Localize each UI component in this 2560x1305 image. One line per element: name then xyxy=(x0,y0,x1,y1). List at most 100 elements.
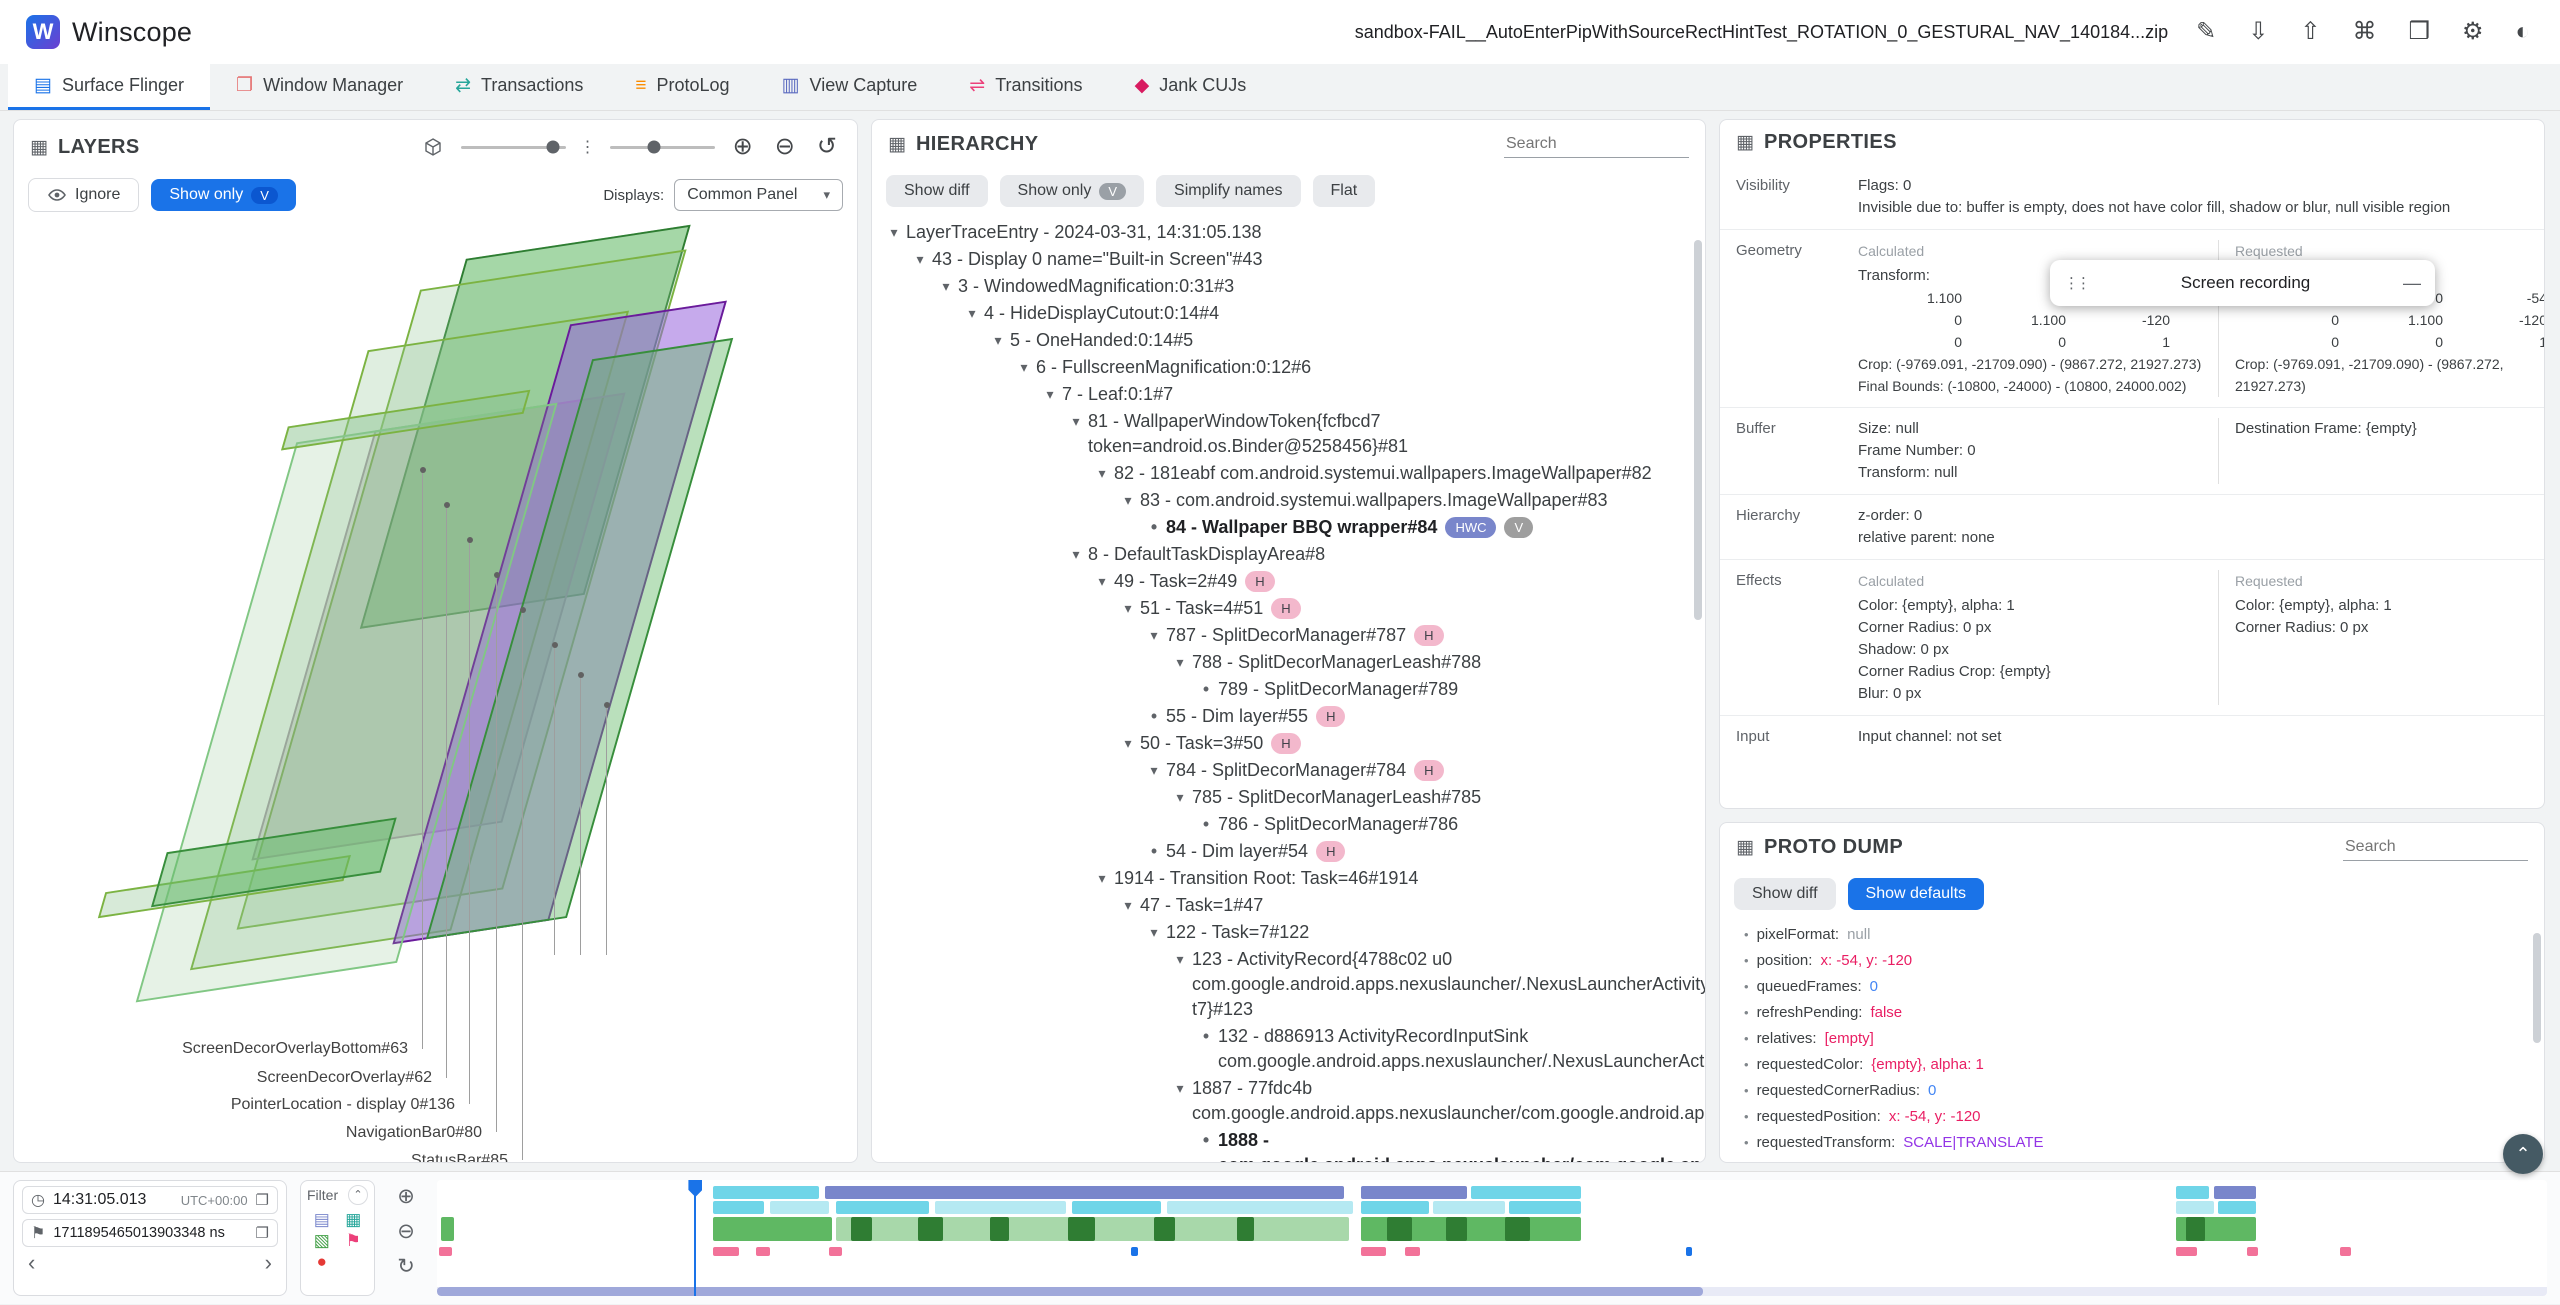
node-toggle-icon[interactable]: • xyxy=(1150,706,1158,726)
filter-transactions-icon[interactable]: ▦ xyxy=(345,1210,362,1229)
proto-row[interactable]: • requestedColor: {empty}, alpha: 1 xyxy=(1730,1052,2534,1078)
tab-protolog[interactable]: ≡ ProtoLog xyxy=(609,64,755,110)
timeline-segment[interactable] xyxy=(934,1201,1066,1214)
tree-node[interactable]: ▾ 7 - Leaf:0:1#7 xyxy=(872,381,1705,408)
button-show-diff[interactable]: Show diff xyxy=(886,175,988,207)
proto-row[interactable]: • refreshPending: false xyxy=(1730,1000,2534,1026)
tab-view-capture[interactable]: ▥ View Capture xyxy=(756,64,944,110)
timeline-segment[interactable] xyxy=(1432,1201,1505,1214)
timeline-segment[interactable] xyxy=(1504,1217,1530,1241)
rotation-slider[interactable] xyxy=(460,140,566,154)
proto-row[interactable]: • screenBounds: (-10800, -24000) - (1080… xyxy=(1730,1156,2534,1162)
tree-node[interactable]: ▾ 43 - Display 0 name="Built-in Screen"#… xyxy=(872,246,1705,273)
tree-node[interactable]: ▾ 788 - SplitDecorManagerLeash#788 xyxy=(872,649,1705,676)
node-toggle-icon[interactable]: • xyxy=(1202,679,1210,699)
button-show-diff[interactable]: Show diff xyxy=(1734,878,1836,910)
timeline-cursor[interactable] xyxy=(688,1180,703,1296)
timeline-segment[interactable] xyxy=(2340,1247,2351,1256)
timeline-segment[interactable] xyxy=(1405,1247,1421,1256)
reset-view-icon[interactable]: ↺ xyxy=(813,131,841,163)
tab-transactions[interactable]: ⇄ Transactions xyxy=(429,64,609,110)
spacing-slider-knob[interactable] xyxy=(647,140,661,154)
tree-node[interactable]: ▾ 1914 - Transition Root: Task=46#1914 xyxy=(872,865,1705,892)
node-toggle-icon[interactable]: • xyxy=(1202,814,1210,834)
hierarchy-scrollbar[interactable] xyxy=(1694,240,1702,620)
tree-node[interactable]: • 789 - SplitDecorManager#789 xyxy=(872,676,1705,703)
node-toggle-icon[interactable]: ▾ xyxy=(1176,1080,1184,1096)
node-toggle-icon[interactable]: ▾ xyxy=(942,278,950,294)
minimize-icon[interactable]: — xyxy=(2403,272,2421,293)
timeline-segment[interactable] xyxy=(918,1217,944,1241)
timeline-segment[interactable] xyxy=(2175,1247,2197,1256)
documentation-icon[interactable]: ❒ xyxy=(2404,16,2434,48)
bug-report-icon[interactable]: ⚙ xyxy=(2458,16,2488,48)
timeline-segment[interactable] xyxy=(1236,1217,1254,1241)
tree-node[interactable]: ▾ 5 - OneHanded:0:14#5 xyxy=(872,327,1705,354)
node-toggle-icon[interactable]: ▾ xyxy=(994,332,1002,348)
tab-surface-flinger[interactable]: ▤ Surface Flinger xyxy=(8,64,211,110)
show-only-visible-button[interactable]: Show only V xyxy=(151,179,296,211)
tree-node[interactable]: ▾ 785 - SplitDecorManagerLeash#785 xyxy=(872,784,1705,811)
tree-node[interactable]: • 1888 - com.google.android.apps.nexusla… xyxy=(872,1127,1705,1162)
proto-row[interactable]: • relatives: [empty] xyxy=(1730,1026,2534,1052)
timeline-segment[interactable] xyxy=(825,1186,1345,1199)
timeline-segment[interactable] xyxy=(713,1186,819,1199)
zoom-in-icon[interactable]: ⊕ xyxy=(729,131,757,163)
edit-icon[interactable]: ✎ xyxy=(2192,16,2220,48)
tree-node[interactable]: ▾ 4 - HideDisplayCutout:0:14#4 xyxy=(872,300,1705,327)
tree-node[interactable]: ▾ 83 - com.android.systemui.wallpapers.I… xyxy=(872,487,1705,514)
proto-row[interactable]: • position: x: -54, y: -120 xyxy=(1730,948,2534,974)
timeline-segment[interactable] xyxy=(713,1247,739,1256)
timeline-segment[interactable] xyxy=(755,1247,771,1256)
timeline-segment[interactable] xyxy=(770,1201,830,1214)
node-toggle-icon[interactable]: ▾ xyxy=(1124,897,1132,913)
timeline-segment[interactable] xyxy=(1131,1247,1138,1256)
node-toggle-icon[interactable]: • xyxy=(1202,1026,1210,1046)
node-toggle-icon[interactable]: ▾ xyxy=(1098,870,1106,886)
node-toggle-icon[interactable]: ▾ xyxy=(890,224,898,240)
tree-node[interactable]: • 786 - SplitDecorManager#786 xyxy=(872,811,1705,838)
tree-node[interactable]: ▾ 8 - DefaultTaskDisplayArea#8 xyxy=(872,541,1705,568)
drag-handle-icon[interactable]: ⋮⋮ xyxy=(2064,275,2091,292)
tree-node[interactable]: ▾ 82 - 181eabf com.android.systemui.wall… xyxy=(872,460,1705,487)
tree-node[interactable]: • 132 - d886913 ActivityRecordInputSink … xyxy=(872,1023,1705,1075)
copy-icon[interactable]: ❐ xyxy=(255,1225,269,1242)
filter-screenrecording-icon[interactable]: ● xyxy=(316,1252,327,1271)
node-toggle-icon[interactable]: ▾ xyxy=(916,251,924,267)
button-simplify-names[interactable]: Simplify names xyxy=(1156,175,1301,207)
timeline-segment[interactable] xyxy=(2175,1201,2214,1214)
ignore-button[interactable]: Ignore xyxy=(28,178,140,212)
layer-label[interactable]: NavigationBar0#80 xyxy=(345,1124,482,1141)
spacing-slider[interactable] xyxy=(609,140,715,154)
button-flat[interactable]: Flat xyxy=(1312,175,1376,207)
timeline-segment[interactable] xyxy=(1072,1201,1161,1214)
timeline-segment[interactable] xyxy=(2213,1186,2256,1199)
collapse-timeline-button[interactable]: ⌃ xyxy=(2503,1134,2543,1174)
node-toggle-icon[interactable]: ▾ xyxy=(1124,735,1132,751)
copy-icon[interactable]: ❐ xyxy=(255,1192,269,1209)
timeline-scroll-strip[interactable] xyxy=(437,1287,2547,1296)
node-toggle-icon[interactable]: ▾ xyxy=(1150,924,1158,940)
node-toggle-icon[interactable]: ▾ xyxy=(1176,654,1184,670)
reset-zoom-icon[interactable]: ↻ xyxy=(393,1252,419,1281)
timeline-segment[interactable] xyxy=(1686,1247,1693,1256)
download-icon[interactable]: ⇩ xyxy=(2244,16,2272,48)
tree-node[interactable]: ▾ 47 - Task=1#47 xyxy=(872,892,1705,919)
timeline-scroll-thumb[interactable] xyxy=(437,1287,1703,1296)
tree-node[interactable]: ▾ LayerTraceEntry - 2024-03-31, 14:31:05… xyxy=(872,219,1705,246)
timeline-segment[interactable] xyxy=(441,1217,454,1241)
zoom-out-icon[interactable]: ⊖ xyxy=(771,131,799,163)
tree-node[interactable]: ▾ 6 - FullscreenMagnification:0:12#6 xyxy=(872,354,1705,381)
tree-node[interactable]: ▾ 122 - Task=7#122 xyxy=(872,919,1705,946)
timeline-segment[interactable] xyxy=(1445,1217,1467,1241)
timeline-segment[interactable] xyxy=(1067,1217,1096,1241)
timeline-segment[interactable] xyxy=(2247,1247,2258,1256)
button-show-defaults[interactable]: Show defaults xyxy=(1847,878,1985,910)
